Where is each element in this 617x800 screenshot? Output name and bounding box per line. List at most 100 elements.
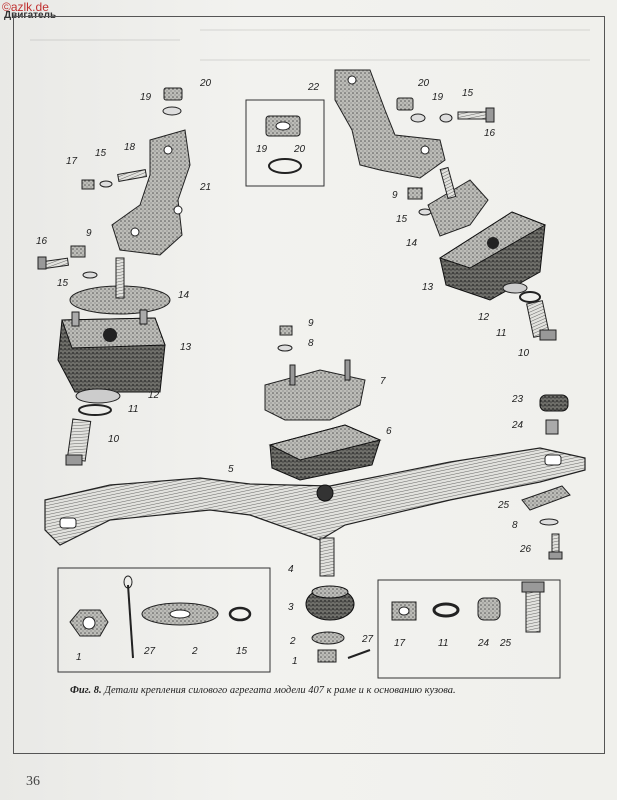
washer-11a <box>78 404 112 416</box>
label-2: 2 <box>289 636 296 647</box>
nut-9a <box>70 245 86 258</box>
washer-19a <box>162 106 182 116</box>
nut-17a <box>81 179 95 190</box>
label-16a: 16 <box>36 236 48 247</box>
label-12b: 12 <box>478 312 490 323</box>
washer-15a <box>99 180 113 188</box>
left-bracket-21 <box>111 129 191 256</box>
nut-9b <box>407 187 423 200</box>
section-title: Двигатель <box>4 10 57 21</box>
nut-20a <box>163 87 183 101</box>
label-10b: 10 <box>518 348 530 359</box>
inset-washer-nut <box>245 99 325 187</box>
bolt-16b <box>457 107 495 123</box>
label-14a: 14 <box>178 290 190 301</box>
pad-14b <box>427 166 489 237</box>
caption-prefix: Фиг. 8. <box>70 685 102 696</box>
label-20a: 20 <box>199 78 212 89</box>
nut-9c <box>279 325 293 336</box>
label-19-inset: 19 <box>256 144 268 155</box>
label-19b: 19 <box>432 92 444 103</box>
label-4: 4 <box>288 564 294 575</box>
bleed-through-text <box>30 29 590 61</box>
label-inset-11: 11 <box>438 638 448 649</box>
rubber-block-13b <box>438 211 547 301</box>
pin-27 <box>347 649 371 659</box>
label-20b: 20 <box>417 78 430 89</box>
watermark: ©azlk.de <box>2 0 49 14</box>
label-15a: 15 <box>95 148 107 159</box>
label-18: 18 <box>124 142 136 153</box>
label-inset-24: 24 <box>477 638 490 649</box>
page-frame <box>13 16 605 754</box>
label-9c: 9 <box>308 318 314 329</box>
label-19a: 19 <box>140 92 152 103</box>
bushing-23 <box>539 394 569 412</box>
label-inset-17: 17 <box>394 638 406 649</box>
caption-text: Детали крепления силового агрегата модел… <box>104 685 456 696</box>
label-16b: 16 <box>484 128 496 139</box>
stud-18 <box>117 169 148 182</box>
label-9a: 9 <box>86 228 92 239</box>
label-inset-25: 25 <box>499 638 512 649</box>
label-9b: 9 <box>392 190 398 201</box>
label-3: 3 <box>288 602 294 613</box>
plate-25 <box>521 485 571 511</box>
washer-19b <box>410 113 426 123</box>
label-11a: 11 <box>128 404 138 415</box>
label-12a: 12 <box>148 390 160 401</box>
label-14b: 14 <box>406 238 418 249</box>
nut-20b <box>396 97 414 111</box>
label-5: 5 <box>228 464 234 475</box>
inset-bottom-right <box>377 579 561 679</box>
label-11b: 11 <box>496 328 506 339</box>
label-inset-27: 27 <box>143 646 156 657</box>
label-8a: 8 <box>308 338 314 349</box>
sleeve-4 <box>319 537 335 577</box>
bolt-26 <box>548 533 563 560</box>
inset-bottom-left <box>57 567 271 673</box>
washer-8b <box>539 518 559 526</box>
nut-1 <box>317 649 337 663</box>
label-20-inset: 20 <box>293 144 306 155</box>
label-6: 6 <box>386 426 392 437</box>
label-15b: 15 <box>57 278 69 289</box>
rubber-3 <box>305 585 355 621</box>
label-1: 1 <box>292 656 298 667</box>
label-17a: 17 <box>66 156 78 167</box>
label-10a: 10 <box>108 434 120 445</box>
bolt-16a <box>37 256 69 270</box>
label-21: 21 <box>199 182 211 193</box>
washer-15c <box>439 113 453 123</box>
label-15d: 15 <box>396 214 408 225</box>
label-13a: 13 <box>180 342 192 353</box>
washer-15d <box>418 208 432 216</box>
washer-12a <box>75 388 121 404</box>
cross-member-5 <box>44 447 586 546</box>
label-24: 24 <box>511 420 524 431</box>
bolt-10a <box>65 418 92 466</box>
bolt-10b <box>526 300 557 341</box>
label-inset-1: 1 <box>76 652 82 663</box>
part-labels: 20 19 17 15 18 21 16 9 15 14 13 12 11 10… <box>36 78 532 667</box>
right-bracket-22 <box>334 69 446 179</box>
washer-2 <box>311 631 345 645</box>
label-13b: 13 <box>422 282 434 293</box>
washer-12b <box>502 282 528 294</box>
washer-15b <box>82 271 98 279</box>
label-25: 25 <box>497 500 510 511</box>
page-number: 36 <box>26 774 40 789</box>
label-inset-2: 2 <box>191 646 198 657</box>
figure-caption: Фиг. 8. Детали крепления силового агрега… <box>70 685 590 696</box>
washer-11b <box>519 291 541 303</box>
label-23: 23 <box>511 394 524 405</box>
washer-8a <box>277 344 293 352</box>
bracket-7 <box>264 359 366 421</box>
label-15c: 15 <box>462 88 474 99</box>
label-22: 22 <box>307 82 320 93</box>
label-inset-15: 15 <box>236 646 248 657</box>
sleeve-24 <box>545 419 559 435</box>
pad-14a <box>69 257 171 315</box>
label-8b: 8 <box>512 520 518 531</box>
